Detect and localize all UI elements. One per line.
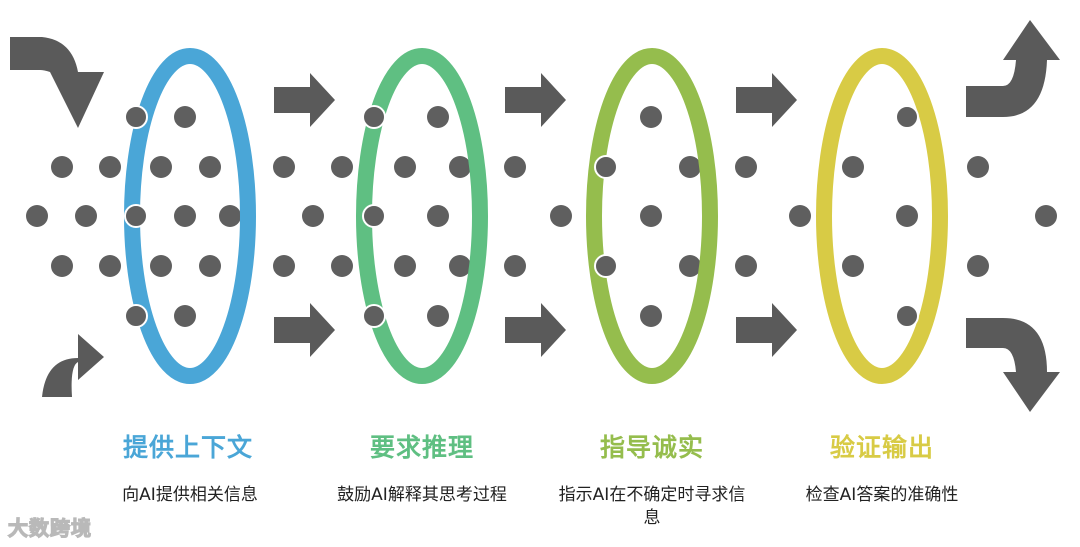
- particle-dot: [51, 156, 73, 178]
- right-arrow-icon: [505, 73, 566, 127]
- particle-dot: [504, 156, 526, 178]
- particle-dot: [199, 156, 221, 178]
- particle-dot: [735, 255, 757, 277]
- particle-dot: [302, 205, 324, 227]
- particle-dot: [895, 105, 919, 129]
- particle-dot: [150, 255, 172, 277]
- particle-dot: [124, 105, 148, 129]
- particle-dot: [75, 205, 97, 227]
- right-arrow-icon: [736, 73, 797, 127]
- curved-arrow-in-icon: [10, 334, 104, 397]
- particle-dot: [449, 255, 471, 277]
- particle-dot: [504, 255, 526, 277]
- stage-description-1: 向AI提供相关信息: [122, 485, 258, 505]
- particle-dot: [362, 105, 386, 129]
- particle-dot: [394, 156, 416, 178]
- particle-dot: [427, 106, 449, 128]
- curved-arrow-out-icon: [966, 318, 1060, 412]
- particle-dot: [362, 204, 386, 228]
- particle-dot: [967, 156, 989, 178]
- particle-dot: [640, 305, 662, 327]
- particle-dot: [550, 205, 572, 227]
- particle-dot: [895, 304, 919, 328]
- watermark-logo: 大数跨境: [7, 515, 92, 540]
- curved-arrow-out-icon: [966, 20, 1060, 117]
- particle-dot: [273, 156, 295, 178]
- particle-dot: [219, 205, 241, 227]
- particle-dot: [842, 156, 864, 178]
- particle-dot: [331, 156, 353, 178]
- particle-dot: [362, 304, 386, 328]
- stage-title-1: 提供上下文: [122, 433, 253, 462]
- particle-dot: [427, 205, 449, 227]
- particle-dot: [99, 255, 121, 277]
- stage-description-4: 检查AI答案的准确性: [805, 485, 959, 505]
- curved-arrow-in-icon: [10, 37, 104, 128]
- particle-dot: [427, 305, 449, 327]
- particle-dot: [331, 255, 353, 277]
- particle-dot: [124, 304, 148, 328]
- stage-description-2: 鼓励AI解释其思考过程: [337, 485, 507, 505]
- particle-dot: [679, 255, 701, 277]
- filter-ring-icon: [586, 48, 718, 384]
- particle-dot: [449, 156, 471, 178]
- stage-title-3: 指导诚实: [599, 433, 704, 462]
- right-arrow-icon: [274, 73, 335, 127]
- particle-dot: [789, 205, 811, 227]
- particle-dot: [174, 205, 196, 227]
- particle-dot: [394, 255, 416, 277]
- particle-dot: [99, 156, 121, 178]
- filter-ring-icon: [816, 48, 948, 384]
- particle-dot: [735, 156, 757, 178]
- particle-dot: [842, 255, 864, 277]
- particle-dot: [199, 255, 221, 277]
- right-arrow-icon: [274, 303, 335, 357]
- particle-dot: [967, 255, 989, 277]
- particle-dot: [679, 156, 701, 178]
- particle-dot: [594, 254, 618, 278]
- particle-dot: [51, 255, 73, 277]
- stage-title-2: 要求推理: [369, 433, 474, 462]
- particle-dot: [594, 155, 618, 179]
- stage-description-3: 指示AI在不确定时寻求信息: [558, 485, 746, 528]
- particle-dot: [273, 255, 295, 277]
- particle-dot: [150, 156, 172, 178]
- particle-dot: [640, 205, 662, 227]
- particle-dot: [26, 205, 48, 227]
- particle-dot: [124, 204, 148, 228]
- particle-dot: [174, 305, 196, 327]
- particle-dot: [174, 106, 196, 128]
- right-arrow-icon: [736, 303, 797, 357]
- particle-dot: [640, 106, 662, 128]
- right-arrow-icon: [505, 303, 566, 357]
- particle-dot: [1035, 205, 1057, 227]
- stage-title-4: 验证输出: [829, 433, 934, 462]
- particle-dot: [896, 205, 918, 227]
